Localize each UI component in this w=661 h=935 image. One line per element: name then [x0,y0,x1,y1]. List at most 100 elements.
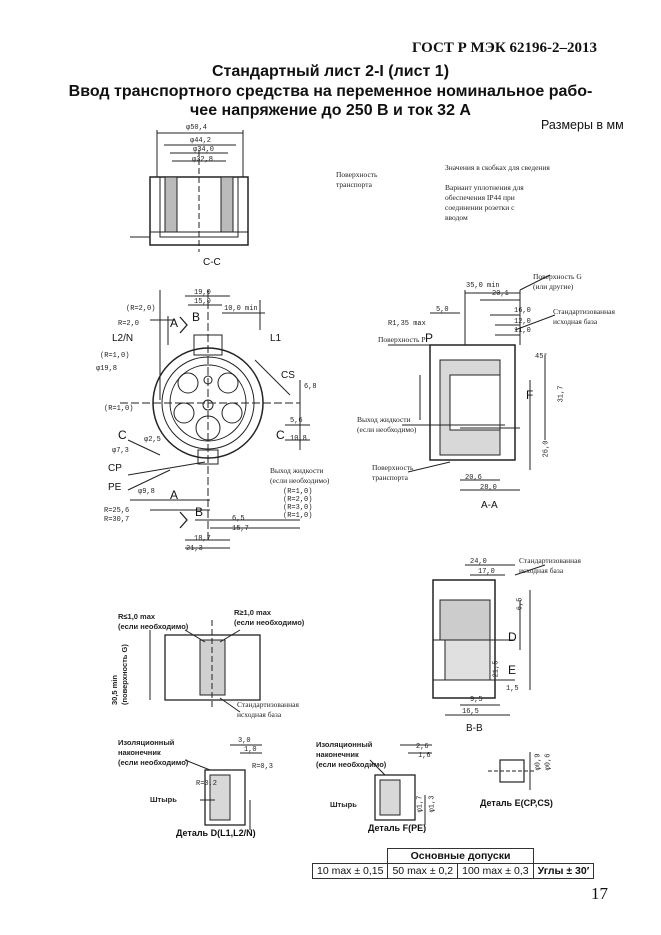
detail-e-label: Деталь E(CP,CS) [480,798,553,808]
dim-d-1: 1,0 [244,746,257,754]
front-view-drawing [120,290,310,549]
note-pin-right: Штырь [330,800,357,809]
dim-cc-0: φ50,4 [186,124,208,132]
dim-aa-8: 20,6 [465,474,482,482]
dim-f-1: 1,6 [418,752,431,760]
dim-f-0: 2,6 [416,743,429,751]
dim-aa-1: 20,1 [492,290,509,298]
dim-aa-4: 11,0 [514,327,531,335]
dim-bb-6: 21,5 [492,660,501,678]
letter-e: E [508,663,517,677]
dim-e-1: φ0,6 [544,753,553,771]
subtitle-line-1: Ввод транспортного средства на переменно… [68,83,593,100]
sheet-title: Стандартный лист 2-I (лист 1) [211,63,450,80]
dim-aa-10: 26,0 [542,440,551,458]
units-note: Размеры в мм [541,118,624,132]
note-surface-g: Поверхность G(или другие) [533,272,582,291]
dim-aa-9: 28,0 [480,484,497,492]
letter-pe: PE [108,482,122,493]
dim-cc-2: φ34,0 [193,146,215,154]
tolerance-header: Основные допуски [387,848,534,864]
dim-d-0: 3,0 [238,737,251,745]
note-surface-p: Поверхность P [378,335,426,344]
dim-front-angle-0: φ19,8 [96,365,118,373]
dim-bb-4: 6,5 [516,597,525,611]
dim-bb-3: 16,5 [462,708,479,716]
note-values-in-brackets: Значения в скобках для сведения [445,163,550,172]
detail-d-drawing [184,744,262,830]
dim-aa-7: 45° [535,353,548,361]
dim-aa-0: 35,0 min [466,282,500,290]
dim-front-angle-3: φ2,5 [144,436,161,444]
dim-front-right-0: 5,6 [290,417,303,425]
letter-l2n: L2/N [112,333,134,344]
standard-number: ГОСТ Р МЭК 62196-2–2013 [412,40,597,56]
dim-front-bottom-9: R=30,7 [104,516,130,524]
letter-a-top: A [170,316,179,330]
subtitle-line-2: чее напряжение до 250 В и ток 32 А [190,102,471,119]
letter-b-top: B [192,310,201,324]
page-number: 17 [591,884,608,903]
detail-f-drawing [369,744,432,825]
dim-front-bottom-4: 6,5 [232,515,245,523]
letter-d: D [508,630,517,644]
letter-p: P [425,331,434,345]
letter-cs: CS [281,370,295,381]
note-vertical-30-5: 30,5 min(поверхность G) [110,644,129,705]
dim-bb-1: 17,0 [478,568,495,576]
section-aa-label: A-A [481,500,498,511]
dim-front-top-1: 15,0 [194,298,211,306]
tolerance-cell: 50 max ± 0,2 [387,863,459,879]
side-detail-drawing [149,620,261,713]
tolerance-table: Основные допуски 10 max ± 0,15 50 max ± … [311,848,595,879]
dim-d-2: R=0,3 [252,763,274,771]
dim-front-top-0: 19,0 [194,289,211,297]
detail-d-label: Деталь D(L1,L2/N) [176,828,256,838]
dim-front-right-1: 10,8 [290,435,307,443]
note-r1-left: R≤1,0 max(если необходимо) [118,612,189,631]
dim-aa-3: 12,0 [514,318,531,326]
dim-front-bottom-3: (R=1,0) [283,512,313,520]
letter-b-bottom: B [195,505,204,519]
dim-front-left-1: R=2,0 [118,320,140,328]
dim-front-left-2: (R=1,0) [100,352,130,360]
note-liquid-outlet-front: Выход жидкости(если необходимо) [270,466,330,485]
tolerance-cell: 100 max ± 0,3 [457,863,534,879]
section-bb-drawing [432,564,546,716]
dim-bb-2: 9,5 [470,696,483,704]
dim-cc-3: φ32,8 [192,156,214,164]
detail-f-label: Деталь F(PE) [368,823,427,833]
section-bb-label: B-B [466,723,483,734]
dim-front-bottom-0: (R=1,0) [283,488,313,496]
dim-f-2: φ1,7 [416,795,425,813]
letter-l1: L1 [270,333,282,344]
tolerance-cell: Углы ± 30′ [532,863,595,879]
detail-e-drawing [488,752,536,790]
dim-front-angle-1: φ9,8 [138,488,155,496]
tolerance-cell: 10 max ± 0,15 [311,863,389,879]
note-r1-right: R≥1,0 max(если необходимо) [234,608,305,627]
dim-front-bottom-5: 15,7 [232,525,249,533]
dim-aa-6: R1,35 max [388,320,426,328]
letter-cp: CP [108,463,122,474]
dim-front-left-0: (R=2,0) [126,305,156,313]
dim-front-top-2: 10,0 min [224,305,258,313]
section-aa-drawing [388,274,556,491]
note-pin-left: Штырь [150,795,177,804]
dim-bb-0: 24,0 [470,558,487,566]
dim-aa-11: 31,7 [557,385,566,403]
dim-e-0: φ0,9 [534,753,543,771]
letter-a-bottom: A [170,488,179,502]
section-cc-drawing [130,130,249,252]
letter-c-right: C [276,428,285,442]
letter-c-left: C [118,428,127,442]
dim-f-3: φ1,3 [428,795,437,813]
dim-front-angle-2: φ7,3 [112,447,129,455]
